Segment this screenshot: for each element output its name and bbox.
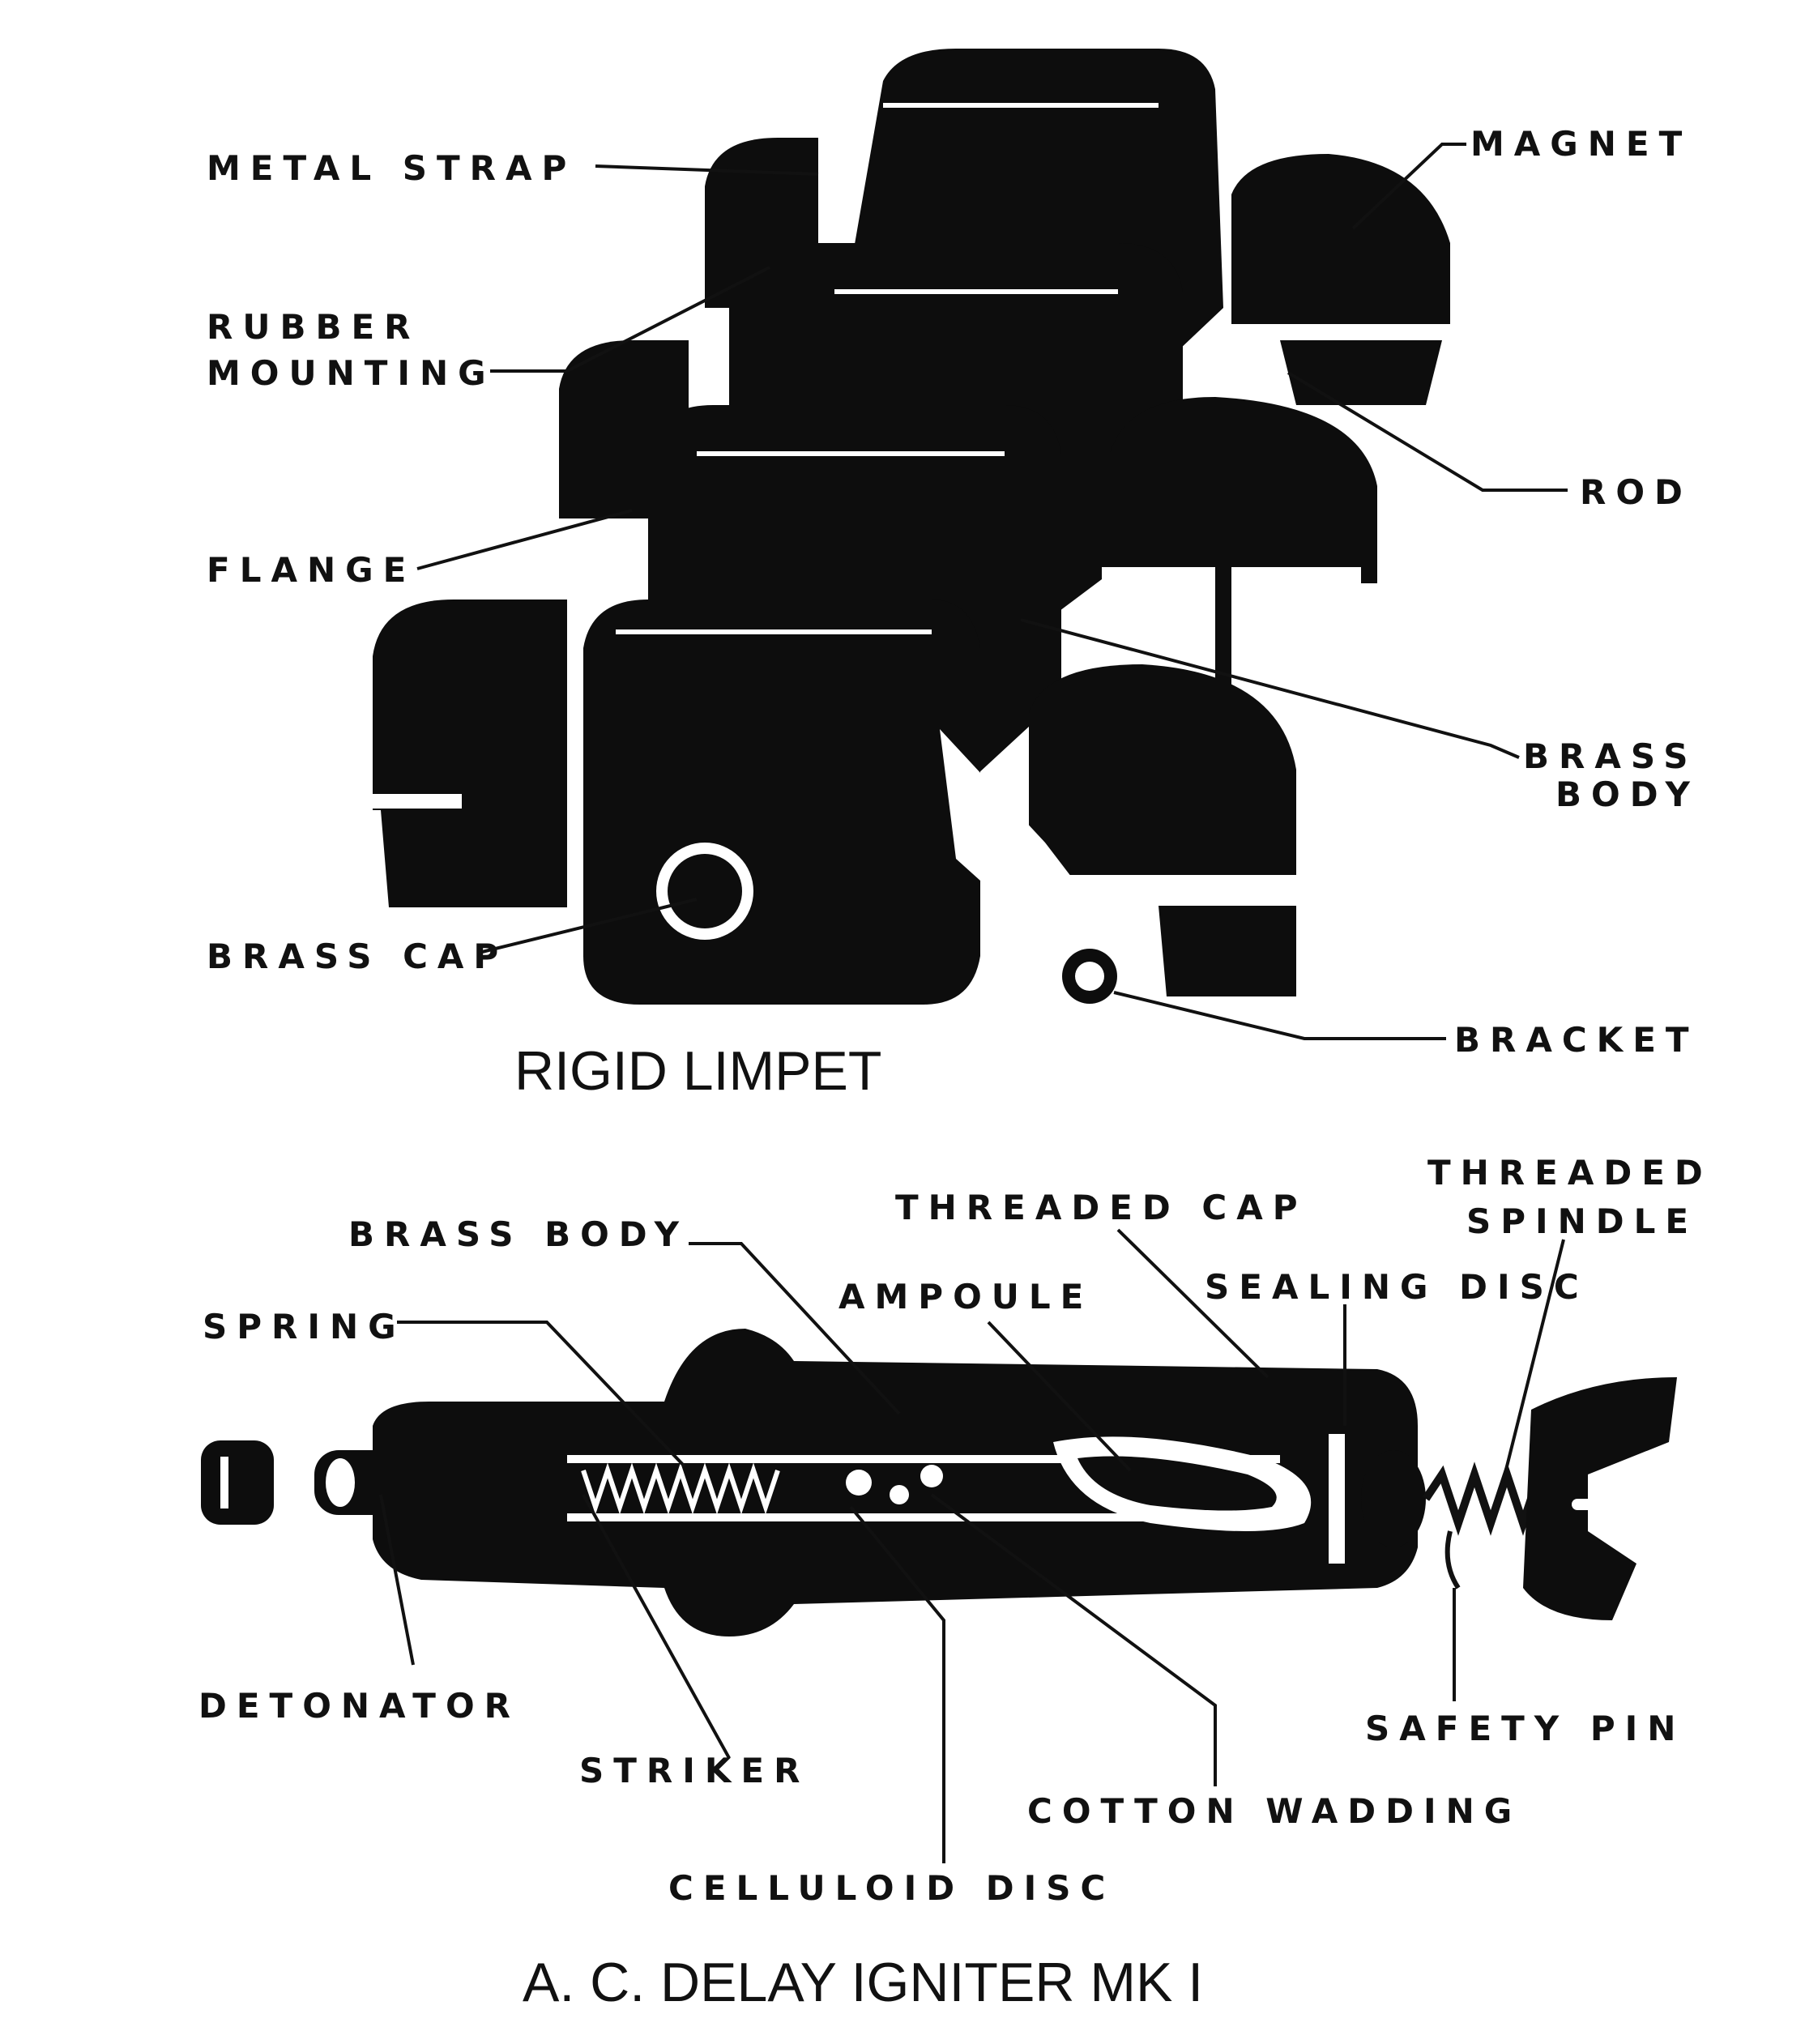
label-brass-body-line2: BODY — [1555, 775, 1700, 814]
label-rubber-mounting-line1: RUBBER — [207, 307, 420, 347]
label-safety-pin: SAFETY PIN — [1365, 1709, 1685, 1748]
label-threaded-spindle-line2: SPINDLE — [1466, 1201, 1698, 1241]
label-magnet: MAGNET — [1470, 124, 1692, 164]
label-brass-body-line1: BRASS — [1523, 736, 1697, 776]
label-threaded-cap: THREADED CAP — [895, 1188, 1308, 1227]
label-sealing-disc: SEALING DISC — [1205, 1267, 1589, 1307]
limpet-leader-lines — [416, 143, 1568, 1040]
label-rod: ROD — [1580, 472, 1692, 512]
label-celluloid-disc: CELLULOID DISC — [668, 1868, 1115, 1908]
spring-coils — [581, 1462, 780, 1515]
delay-igniter-illustration — [201, 1329, 1677, 1636]
label-bracket: BRACKET — [1454, 1020, 1699, 1060]
label-flange: FLANGE — [207, 550, 416, 590]
label-cotton-wadding: COTTON WADDING — [1027, 1791, 1521, 1831]
label-ampoule: AMPOULE — [838, 1277, 1093, 1316]
label-brass-body: BRASS BODY — [348, 1214, 689, 1254]
label-threaded-spindle-line1: THREADED — [1427, 1153, 1713, 1193]
label-detonator: DETONATOR — [198, 1686, 520, 1726]
label-brass-cap: BRASS CAP — [207, 937, 508, 976]
label-spring: SPRING — [203, 1307, 406, 1346]
igniter-leader-lines — [379, 1228, 1565, 1863]
label-striker: STRIKER — [579, 1751, 809, 1790]
rigid-limpet-illustration — [365, 49, 1458, 1005]
igniter-title: A. C. DELAY IGNITER MK I — [523, 1952, 1203, 2013]
limpet-title: RIGID LIMPET — [514, 1040, 881, 1102]
label-rubber-mounting-line2: MOUNTING — [207, 353, 496, 393]
label-metal-strap: METAL STRAP — [207, 148, 576, 188]
